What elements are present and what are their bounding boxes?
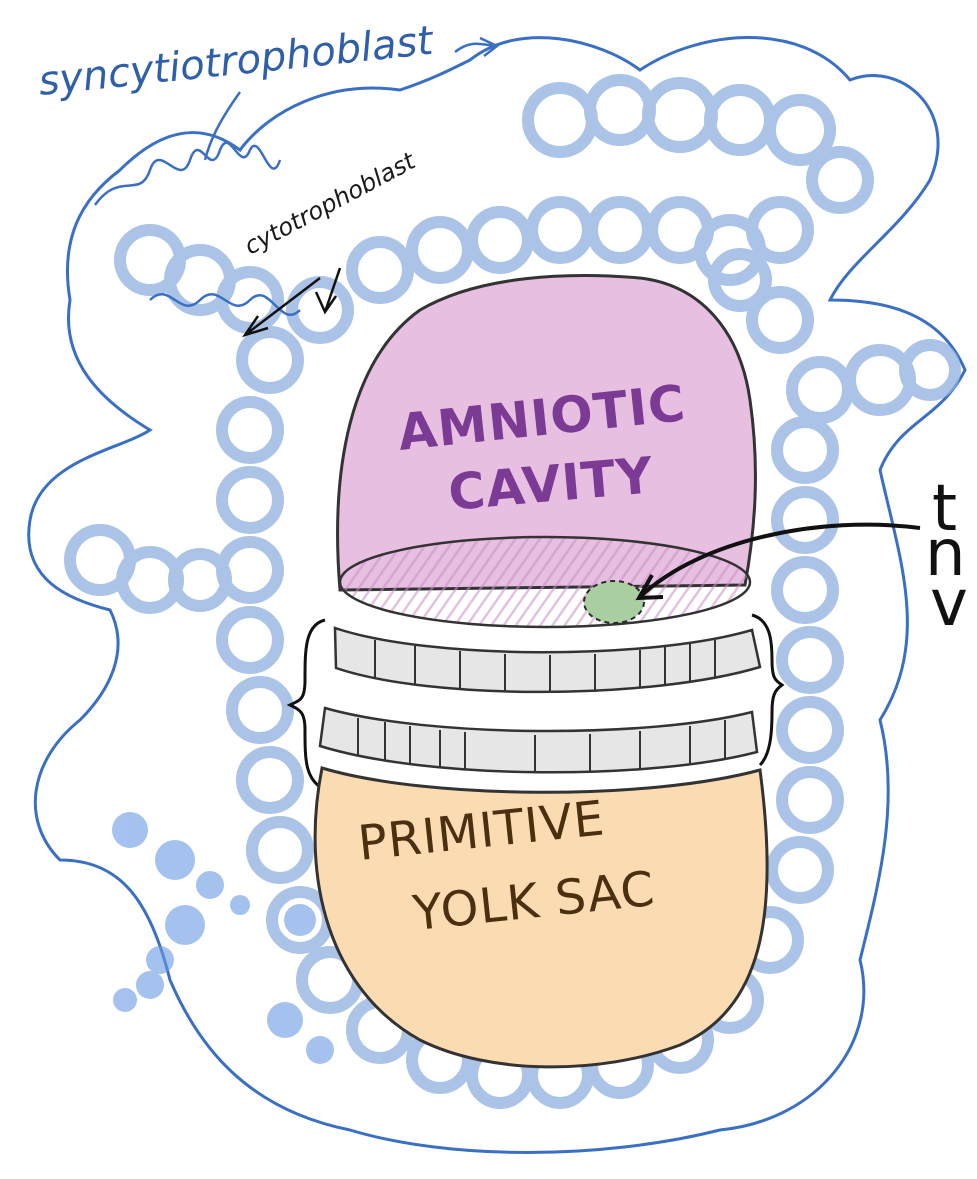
- amniotic-floor: [340, 537, 750, 627]
- epiblast-layer: [335, 628, 760, 693]
- arrow-left: [245, 278, 320, 335]
- cutoff-label-3: v: [930, 567, 968, 641]
- syncytium-squiggle: [95, 143, 280, 205]
- green-spot: [584, 581, 644, 623]
- syncytiotrophoblast-label: syncytiotrophoblast: [36, 18, 436, 105]
- hypoblast-layer: [320, 708, 757, 773]
- trophoblast-bubbles: [112, 812, 334, 1064]
